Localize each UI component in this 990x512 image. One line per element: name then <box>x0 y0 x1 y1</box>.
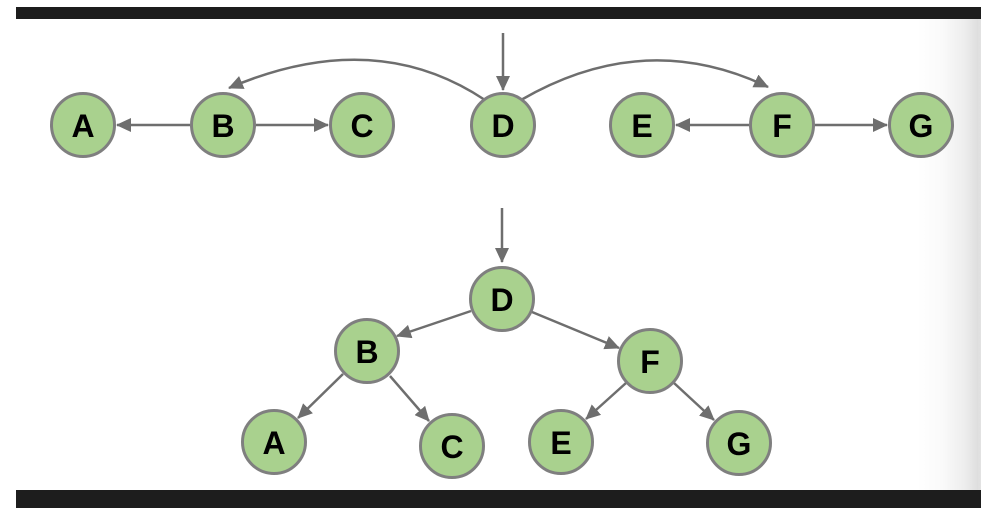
binary-tree-graph: D B F A C E G <box>241 208 772 479</box>
edge-F-to-E <box>585 382 627 420</box>
node-F <box>749 92 815 158</box>
node-label-A: A <box>71 108 94 144</box>
node-label-G: G <box>909 108 934 144</box>
node-label-E: E <box>631 108 652 144</box>
node-label-F: F <box>772 108 792 144</box>
node-A <box>241 409 307 475</box>
node-label-B: B <box>211 108 234 144</box>
node-G <box>888 92 954 158</box>
node-D <box>470 92 536 158</box>
node-C <box>329 92 395 158</box>
node-label-E: E <box>550 425 571 461</box>
node-label-G: G <box>727 426 752 462</box>
node-label-B: B <box>355 334 378 370</box>
edge-B-to-C <box>389 375 430 422</box>
edge-F-to-G <box>673 382 715 421</box>
node-C <box>419 413 485 479</box>
node-label-F: F <box>640 344 660 380</box>
linked-list-graph: A B C D E F G <box>50 33 954 158</box>
edge-D-to-B <box>396 309 472 339</box>
node-E <box>609 92 675 158</box>
edge-B-to-A <box>297 373 344 419</box>
node-B <box>190 92 256 158</box>
node-F <box>617 328 683 394</box>
node-G <box>706 410 772 476</box>
node-label-C: C <box>350 108 373 144</box>
node-A <box>50 92 116 158</box>
node-D <box>469 266 535 332</box>
edge-D-to-F <box>520 59 769 102</box>
node-label-C: C <box>440 429 463 465</box>
node-label-D: D <box>490 282 513 318</box>
node-E <box>528 409 594 475</box>
node-label-D: D <box>491 108 514 144</box>
letterbox-bottom-bar <box>16 490 981 508</box>
node-label-A: A <box>262 425 285 461</box>
letterbox-top-bar <box>16 7 981 19</box>
edge-D-to-F <box>531 310 620 350</box>
edge-D-to-B <box>228 58 486 102</box>
node-B <box>334 318 400 384</box>
